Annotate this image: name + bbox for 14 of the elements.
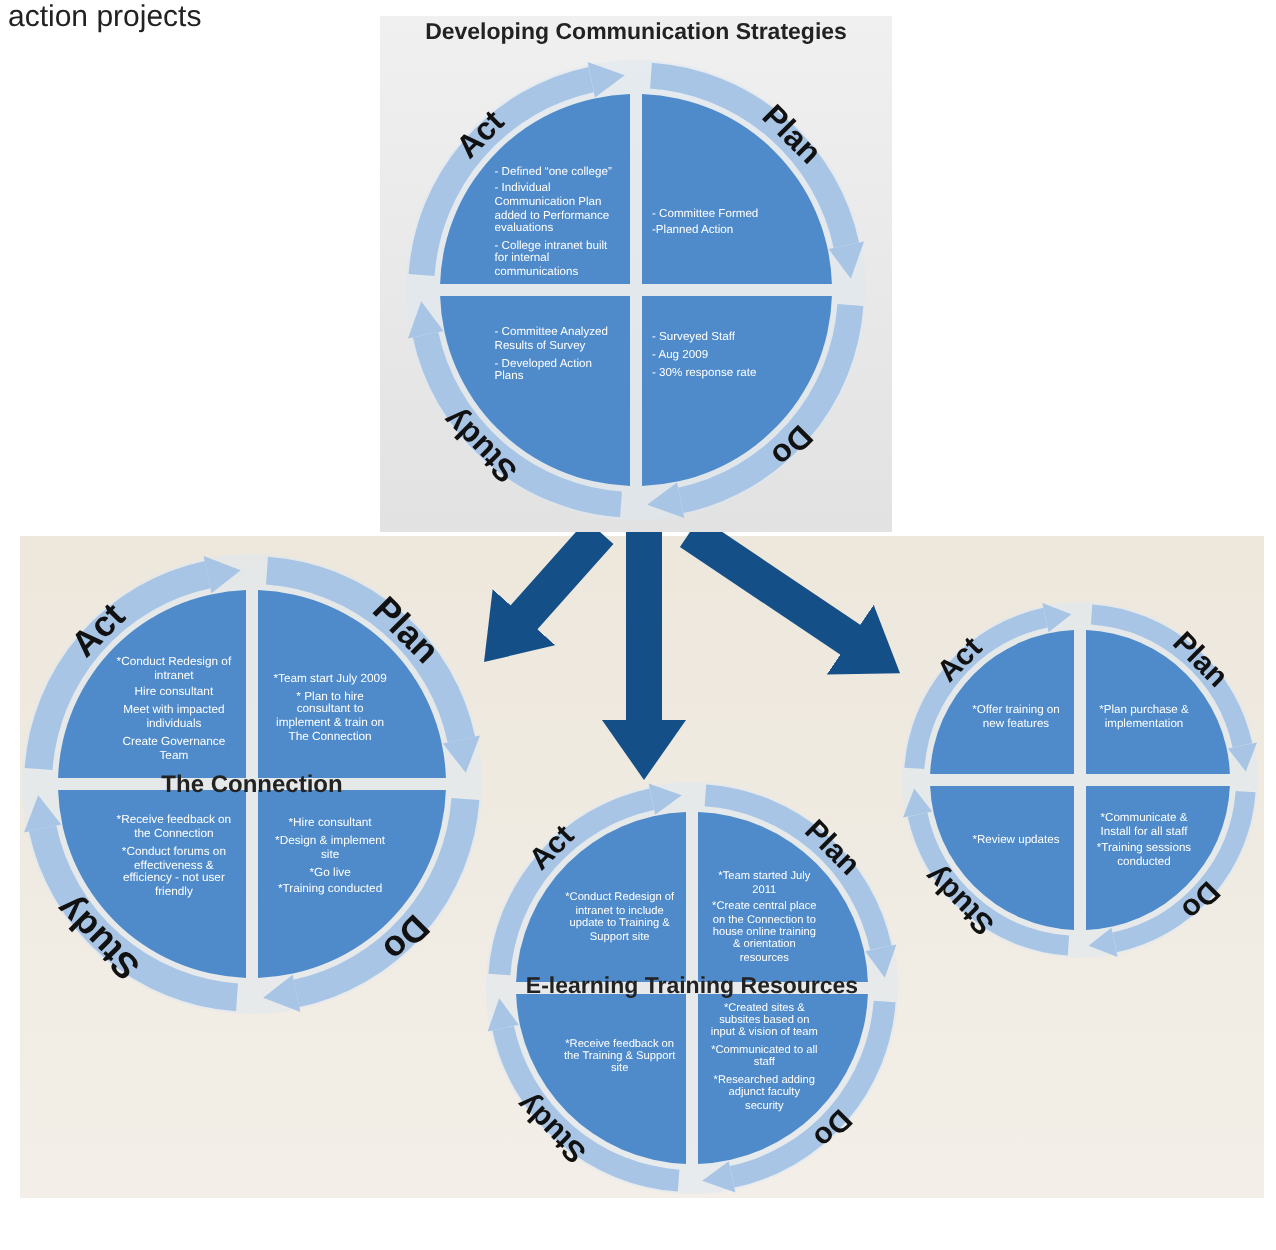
block-arrow (602, 532, 686, 780)
cycle-circle (20, 552, 484, 1016)
card-title: Developing Communication Strategies (425, 22, 847, 46)
cycle-circle (900, 600, 1260, 960)
phase-label: Act (524, 820, 581, 877)
phase-label: Do (806, 1102, 857, 1153)
phase-label: Act (932, 632, 988, 688)
phase-label: Do (764, 418, 818, 472)
phase-label: Do (1175, 875, 1225, 925)
phase-label: Do (376, 908, 436, 968)
caption-text: action projects (8, 0, 202, 34)
cycle-circle (484, 780, 900, 1196)
phase-label: Act (451, 105, 511, 165)
cycle-card (380, 16, 892, 532)
